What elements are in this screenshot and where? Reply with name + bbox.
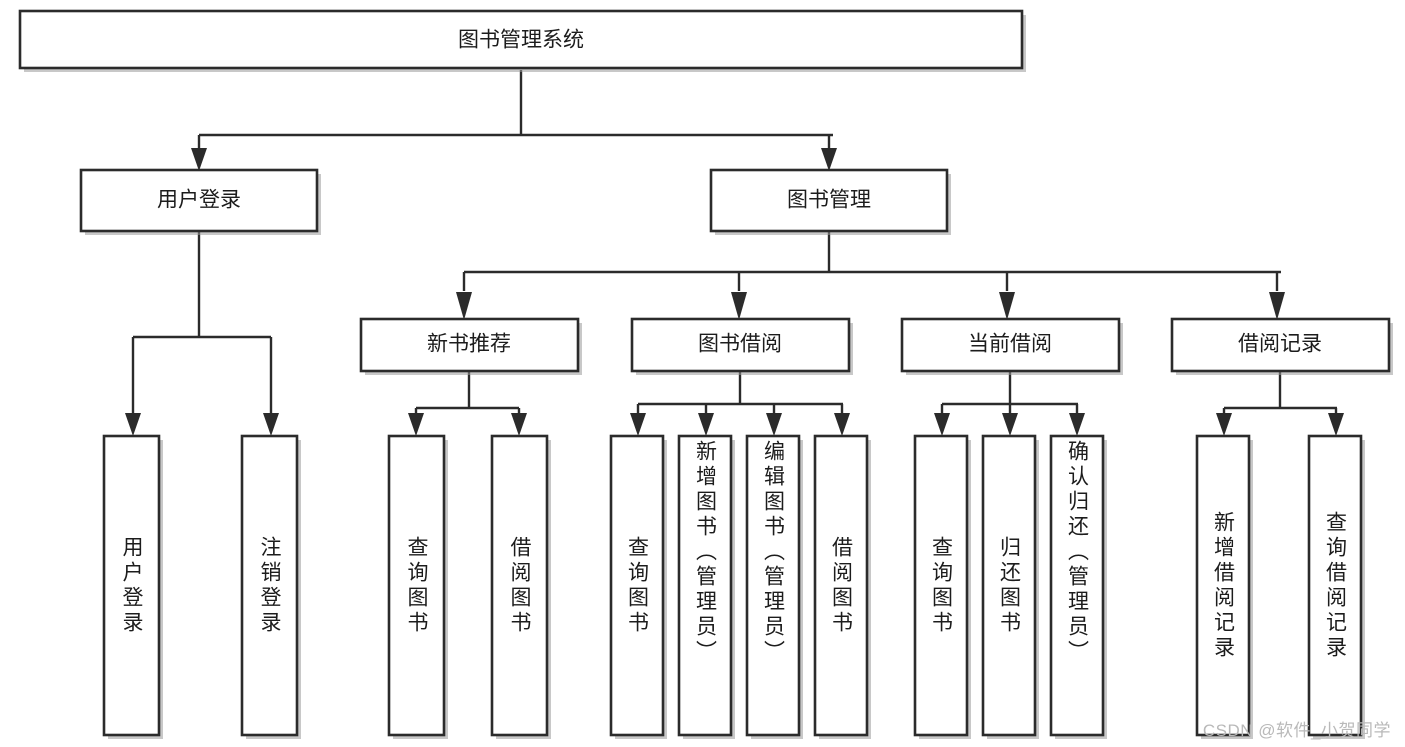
- node-book-management-label: 图书管理: [787, 189, 871, 212]
- leaf-borrow-record-2-box[interactable]: [1307, 434, 1363, 737]
- node-new-book-recommend-box[interactable]: [359, 317, 580, 373]
- leaf-current-borrow-1[interactable]: [913, 434, 971, 739]
- node-root[interactable]: 图书管理系统: [18, 9, 1026, 72]
- leaf-book-borrow-1[interactable]: [609, 434, 667, 739]
- leaf-borrow-record-1[interactable]: [1195, 434, 1253, 739]
- csdn-watermark: CSDN @软件_小贺同学: [1202, 721, 1391, 740]
- node-book-borrow[interactable]: 图书借阅: [630, 317, 853, 375]
- leaf-current-borrow-3[interactable]: [1049, 434, 1107, 739]
- leaf-current-borrow-2-box[interactable]: [981, 434, 1037, 737]
- arrow-to-bookmgmt: [821, 148, 837, 171]
- arrow-borrowrecord-leaf-2: [1328, 413, 1344, 436]
- leaf-borrow-record-2[interactable]: [1307, 434, 1365, 739]
- arrow-userlogin-leaf-2: [263, 413, 279, 436]
- node-current-borrow-label: 当前借阅: [968, 333, 1052, 356]
- node-new-book-recommend[interactable]: 新书推荐: [359, 317, 582, 375]
- node-root-box[interactable]: [18, 9, 1024, 70]
- leaf-user-login-2[interactable]: [240, 434, 301, 739]
- arrow-newbook-leaf-2: [511, 413, 527, 436]
- node-borrow-record[interactable]: 借阅记录: [1170, 317, 1393, 375]
- arrow-bookborrow-leaf-1: [630, 413, 646, 436]
- leaf-borrow-record-1-box[interactable]: [1195, 434, 1251, 737]
- leaf-user-login-1-box[interactable]: [102, 434, 161, 737]
- leaf-new-book-1-box[interactable]: [387, 434, 446, 737]
- connector-group: [125, 70, 1344, 436]
- leaf-current-borrow-1-box[interactable]: [913, 434, 969, 737]
- arrow-to-newbook: [456, 292, 472, 320]
- node-current-borrow-box[interactable]: [900, 317, 1121, 373]
- arrow-bookborrow-leaf-4: [834, 413, 850, 436]
- leaf-user-login-2-box[interactable]: [240, 434, 299, 737]
- arrow-currentborrow-leaf-3: [1069, 413, 1085, 436]
- leaf-book-borrow-1-box[interactable]: [609, 434, 665, 737]
- node-book-borrow-label: 图书借阅: [698, 333, 782, 356]
- node-borrow-record-box[interactable]: [1170, 317, 1391, 373]
- arrow-userlogin-leaf-1: [125, 413, 141, 436]
- leaf-book-borrow-3-box[interactable]: [745, 434, 801, 737]
- leaf-new-book-1[interactable]: [387, 434, 448, 739]
- leaf-new-book-2[interactable]: [490, 434, 551, 739]
- node-borrow-record-label: 借阅记录: [1238, 333, 1322, 356]
- leaf-book-borrow-2[interactable]: [677, 434, 735, 739]
- leaf-user-login-1[interactable]: [102, 434, 163, 739]
- arrow-bookborrow-leaf-3: [766, 413, 782, 436]
- arrow-to-borrowrecord: [1269, 292, 1285, 320]
- arrow-currentborrow-leaf-1: [934, 413, 950, 436]
- node-book-borrow-box[interactable]: [630, 317, 851, 373]
- arrow-borrowrecord-leaf-1: [1216, 413, 1232, 436]
- node-user-login-box[interactable]: [79, 168, 319, 233]
- node-user-login-label: 用户登录: [157, 189, 241, 212]
- node-new-book-recommend-label: 新书推荐: [427, 333, 511, 356]
- leaf-book-borrow-3[interactable]: [745, 434, 803, 739]
- node-user-login[interactable]: 用户登录: [79, 168, 321, 235]
- leaf-current-borrow-3-box[interactable]: [1049, 434, 1105, 737]
- node-book-management-box[interactable]: [709, 168, 949, 233]
- leaf-book-borrow-4[interactable]: [813, 434, 871, 739]
- leaf-book-borrow-2-box[interactable]: [677, 434, 733, 737]
- arrow-to-currentborrow: [999, 292, 1015, 320]
- node-current-borrow[interactable]: 当前借阅: [900, 317, 1123, 375]
- arrow-currentborrow-leaf-2: [1002, 413, 1018, 436]
- leaf-new-book-2-box[interactable]: [490, 434, 549, 737]
- node-book-management[interactable]: 图书管理: [709, 168, 951, 235]
- leaf-book-borrow-4-box[interactable]: [813, 434, 869, 737]
- arrow-bookborrow-leaf-2: [698, 413, 714, 436]
- leaf-current-borrow-2[interactable]: [981, 434, 1039, 739]
- node-root-label: 图书管理系统: [458, 29, 584, 52]
- arrow-to-bookborrow: [731, 292, 747, 320]
- arrow-newbook-leaf-1: [408, 413, 424, 436]
- arrow-to-userlogin: [191, 148, 207, 171]
